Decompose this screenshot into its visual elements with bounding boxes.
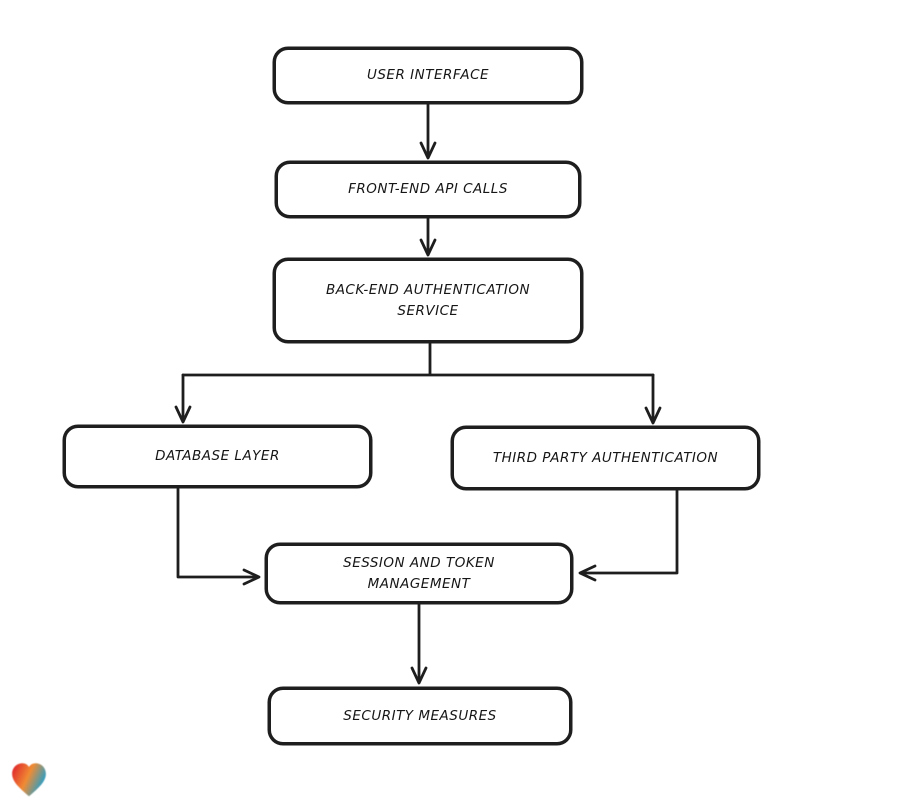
heart-icon: [12, 763, 46, 797]
arrowhead-right-1: [242, 568, 261, 586]
arrowhead-left-1: [578, 564, 597, 582]
edge-database-to-session: [176, 487, 259, 579]
node-user-interface: USER INTERFACE: [273, 47, 583, 104]
arrowhead-down-left: [174, 405, 192, 424]
edge-thirdparty-to-session: [580, 489, 679, 575]
arrowhead-down-3: [410, 666, 428, 685]
node-back-end-authentication-service-label: BACK-END AUTHENTICATION SERVICE: [325, 281, 531, 319]
edge-backend-split: [181, 342, 655, 377]
node-back-end-authentication-service: BACK-END AUTHENTICATION SERVICE: [273, 258, 583, 343]
node-third-party-authentication: THIRD PARTY AUTHENTICATION: [451, 426, 760, 490]
lovable-heart-badge[interactable]: [9, 759, 49, 801]
node-security-measures: SECURITY MEASURES: [268, 687, 572, 745]
arrowhead-down-2: [419, 238, 437, 257]
node-database-layer-label: DATABASE LAYER: [155, 448, 280, 465]
arrowhead-down-1: [419, 141, 437, 160]
node-third-party-authentication-label: THIRD PARTY AUTHENTICATION: [492, 449, 719, 466]
node-session-and-token-management: SESSION AND TOKEN MANAGEMENT: [265, 543, 573, 604]
node-session-and-token-management-label: SESSION AND TOKEN MANAGEMENT: [343, 554, 495, 592]
node-front-end-api-calls-label: FRONT-END API CALLS: [348, 181, 508, 198]
node-security-measures-label: SECURITY MEASURES: [343, 707, 497, 724]
node-front-end-api-calls: FRONT-END API CALLS: [275, 161, 581, 218]
node-user-interface-label: USER INTERFACE: [366, 67, 490, 84]
arrowhead-down-right: [644, 406, 662, 425]
node-database-layer: DATABASE LAYER: [63, 425, 372, 488]
